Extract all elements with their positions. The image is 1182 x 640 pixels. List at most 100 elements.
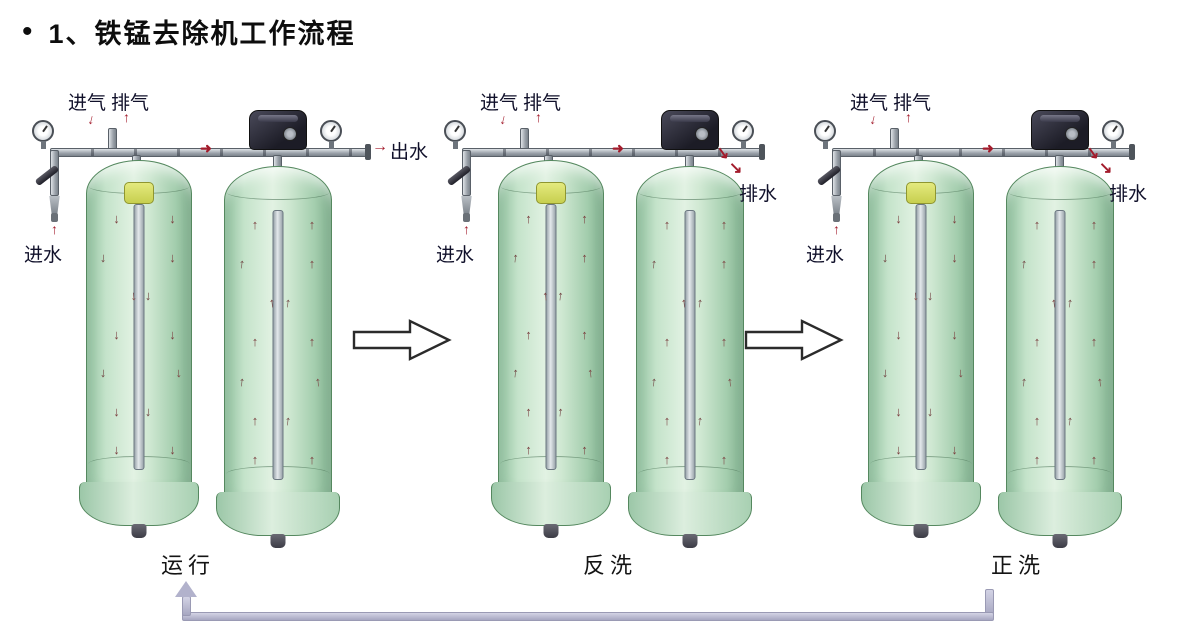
pipe-flow-arrow-icon: ➜ bbox=[200, 140, 212, 156]
media-flow-arrow-icon: ↑ bbox=[663, 217, 671, 232]
media-flow-arrows: ↓↓↓↓↓↓↓↓↓↓↓↓↓↓ bbox=[94, 212, 184, 456]
drain-arrow-icon: ↘ bbox=[1099, 160, 1113, 177]
media-flow-arrow-icon: ↑ bbox=[1033, 217, 1041, 232]
pressure-gauge bbox=[444, 120, 466, 142]
air-out-label: 排气 bbox=[893, 93, 932, 114]
pressure-gauge bbox=[320, 120, 342, 142]
inlet-connector bbox=[49, 196, 60, 214]
media-flow-arrow-icon: ↑ bbox=[308, 217, 316, 232]
riser-tube bbox=[545, 204, 557, 470]
media-flow-arrow-icon: ↑ bbox=[1033, 451, 1041, 467]
media-flow-arrow-icon: ↑ bbox=[1095, 373, 1105, 389]
gauge-stem bbox=[823, 141, 828, 149]
inlet-connector bbox=[831, 196, 842, 214]
control-valve bbox=[1031, 110, 1089, 150]
filter-tank-b: ↑↑↑↑↑↑↑↑↑↑↑↑↑↑ bbox=[216, 166, 340, 548]
media-flow-arrow-icon: ↑ bbox=[313, 373, 323, 389]
pipe-flow-arrow-icon: ➜ bbox=[982, 140, 994, 156]
media-flow-arrow-icon: ↓ bbox=[951, 326, 958, 342]
media-flow-arrow-icon: ↓ bbox=[169, 211, 176, 226]
tank-base bbox=[490, 482, 612, 526]
riser-tube bbox=[915, 204, 927, 470]
pressure-gauge bbox=[732, 120, 754, 142]
media-flow-arrow-icon: ↑ bbox=[1033, 412, 1041, 428]
media-flow-arrow-icon: ↑ bbox=[251, 217, 259, 232]
media-flow-arrow-icon: ↑ bbox=[308, 334, 316, 350]
drain-arrow-icon: ↘ bbox=[729, 160, 743, 177]
media-flow-arrows: ↑↑↑↑↑↑↑↑↑↑↑↑↑↑ bbox=[232, 218, 324, 466]
pipe-flow-arrow-icon: ➜ bbox=[612, 140, 624, 156]
stage-service: 进气 排气 ↓ ↑ ↑ 进水 ↓↓↓↓↓↓↓↓↓↓↓↓↓↓ bbox=[20, 86, 428, 586]
filter-tank-b: ↑↑↑↑↑↑↑↑↑↑↑↑↑↑ bbox=[628, 166, 752, 548]
media-flow-arrow-icon: ↑ bbox=[720, 451, 728, 467]
media-flow-arrow-icon: ↓ bbox=[113, 326, 120, 342]
media-flow-arrow-icon: ↓ bbox=[169, 249, 176, 265]
media-flow-arrow-icon: ↑ bbox=[308, 256, 316, 272]
pressure-gauge bbox=[1102, 120, 1124, 142]
water-in-label: 进水 bbox=[806, 245, 845, 266]
control-valve bbox=[661, 110, 719, 150]
gauge-stem bbox=[329, 141, 334, 149]
air-valve-pipe bbox=[890, 128, 899, 150]
air-in-label: 进气 bbox=[68, 93, 107, 114]
gauge-stem bbox=[41, 141, 46, 149]
pressure-gauge bbox=[32, 120, 54, 142]
stage-backwash: 进气 排气 ↓ ↑ ↑ 进水 ↑↑↑↑↑↑↑↑↑↑↑↑↑↑ bbox=[432, 86, 832, 586]
distributor-cap bbox=[536, 182, 566, 204]
tank-base bbox=[78, 482, 200, 526]
air-in-label: 进气 bbox=[850, 93, 889, 114]
pressure-gauge bbox=[814, 120, 836, 142]
media-flow-arrow-icon: ↓ bbox=[169, 442, 176, 457]
media-flow-arrow-icon: ↑ bbox=[720, 256, 728, 272]
pipe-endcap bbox=[365, 144, 371, 160]
media-flow-arrow-icon: ↑ bbox=[525, 403, 532, 419]
bottom-nozzle bbox=[682, 534, 698, 548]
air-out-label: 排气 bbox=[523, 93, 562, 114]
media-flow-arrow-icon: ↓ bbox=[951, 442, 958, 457]
tank-base bbox=[216, 492, 340, 536]
media-flow-arrows: ↑↑↑↑↑↑↑↑↑↑↑↑↑↑ bbox=[1014, 218, 1106, 466]
media-flow-arrow-icon: ↓ bbox=[951, 249, 958, 265]
media-flow-arrow-icon: ↑ bbox=[1090, 256, 1098, 272]
bottom-nozzle bbox=[1052, 534, 1068, 548]
media-flow-arrows: ↑↑↑↑↑↑↑↑↑↑↑↑↑↑ bbox=[506, 212, 596, 456]
tank-base bbox=[998, 492, 1122, 536]
bottom-nozzle bbox=[131, 524, 147, 538]
media-flow-arrow-icon: ↓ bbox=[113, 442, 120, 457]
filter-tank-b: ↑↑↑↑↑↑↑↑↑↑↑↑↑↑ bbox=[998, 166, 1122, 548]
riser-tube bbox=[272, 210, 284, 480]
next-step-arrow bbox=[744, 318, 844, 367]
media-flow-arrow-icon: ↑ bbox=[251, 334, 259, 350]
tank-seam bbox=[226, 184, 330, 200]
page-title-text: 1、铁锰去除机工作流程 bbox=[48, 19, 356, 49]
air-labels: 进气 排气 bbox=[850, 88, 931, 115]
media-flow-arrow-icon: ↓ bbox=[174, 364, 183, 381]
bottom-nozzle bbox=[270, 534, 286, 548]
water-in-label: 进水 bbox=[24, 245, 63, 266]
media-flow-arrow-icon: ↑ bbox=[663, 451, 671, 467]
media-flow-arrow-icon: ↓ bbox=[895, 211, 902, 226]
media-flow-arrow-icon: ↓ bbox=[113, 211, 120, 226]
filter-tank-a: ↓↓↓↓↓↓↓↓↓↓↓↓↓↓ bbox=[860, 160, 982, 538]
inlet-arrow-icon: ↑ bbox=[833, 221, 840, 237]
riser-tube bbox=[133, 204, 145, 470]
media-flow-arrow-icon: ↑ bbox=[308, 451, 316, 467]
gauge-stem bbox=[1111, 141, 1116, 149]
inlet-arrow-icon: ↑ bbox=[463, 221, 470, 237]
media-flow-arrow-icon: ↑ bbox=[251, 451, 259, 467]
media-flow-arrow-icon: ↑ bbox=[525, 211, 532, 226]
air-labels: 进气 排气 bbox=[480, 88, 561, 115]
media-flow-arrow-icon: ↑ bbox=[720, 217, 728, 232]
air-out-arrow-icon: ↑ bbox=[535, 109, 542, 125]
inlet-tip bbox=[833, 213, 840, 222]
gauge-stem bbox=[453, 141, 458, 149]
drain-label: 排水 bbox=[739, 184, 778, 205]
air-in-label: 进气 bbox=[480, 93, 519, 114]
media-flow-arrows: ↓↓↓↓↓↓↓↓↓↓↓↓↓↓ bbox=[876, 212, 966, 456]
media-flow-arrow-icon: ↑ bbox=[586, 364, 595, 381]
air-out-label: 排气 bbox=[111, 93, 150, 114]
cycle-return-line bbox=[182, 612, 994, 621]
page-title: • 1、铁锰去除机工作流程 bbox=[22, 12, 356, 51]
media-flow-arrow-icon: ↑ bbox=[1090, 334, 1098, 350]
